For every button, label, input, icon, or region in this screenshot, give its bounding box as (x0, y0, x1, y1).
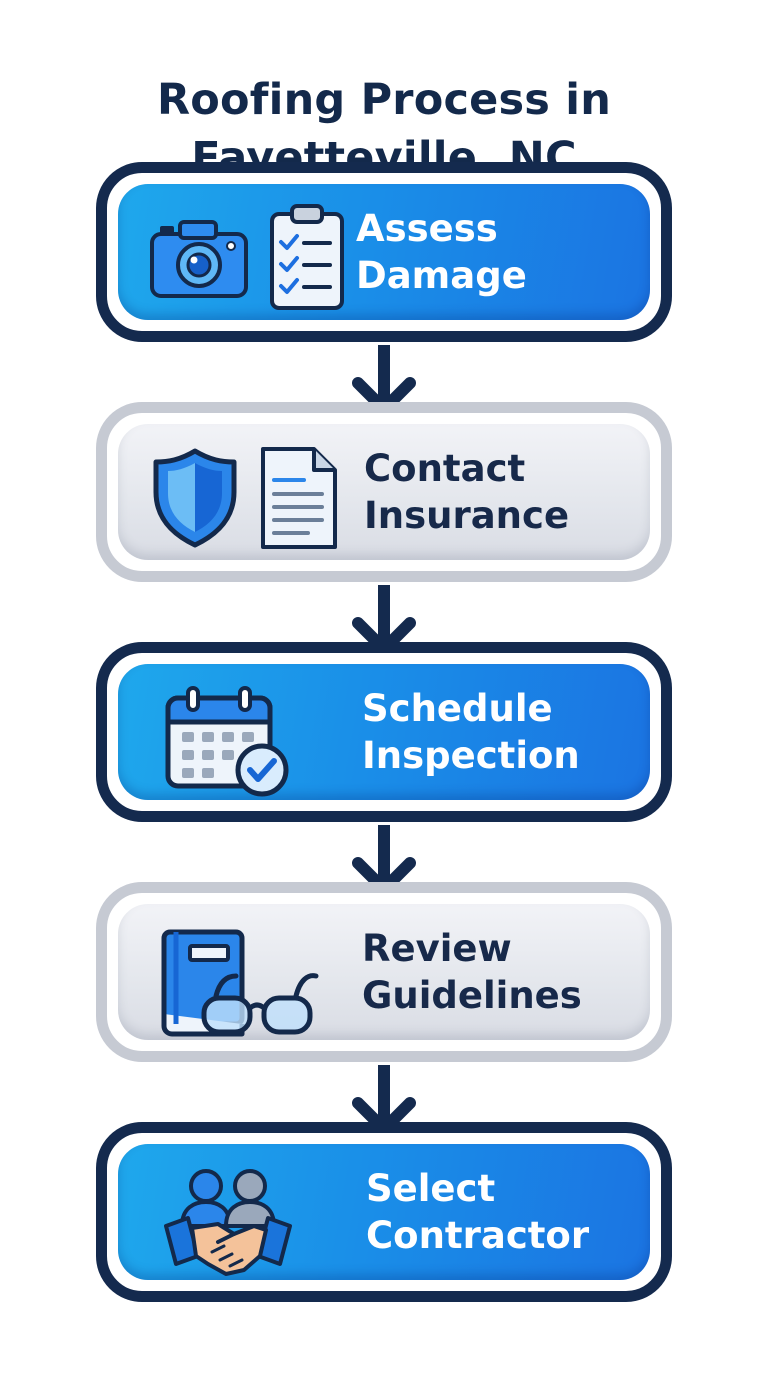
camera-icon (150, 220, 248, 298)
step-select-contractor: Select Contractor (96, 1122, 672, 1302)
step-label-line-1: Schedule (362, 687, 553, 730)
page-title: Roofing Process in Fayetteville, NC (0, 71, 768, 187)
step-review-guidelines-panel: Review Guidelines (118, 904, 650, 1040)
step-label-line-1: Contact (364, 447, 526, 490)
handshake-people-icon (164, 1169, 292, 1276)
checklist-icon (270, 204, 344, 310)
step-schedule-inspection-panel: Schedule Inspection (118, 664, 650, 800)
step-select-contractor-panel: Select Contractor (118, 1144, 650, 1280)
step-contact-insurance-label: Contact Insurance (364, 424, 569, 560)
step-label-line-2: Insurance (364, 494, 570, 537)
step-assess-damage-panel: Assess Damage (118, 184, 650, 320)
step-label-line-2: Contractor (366, 1214, 590, 1257)
step-assess-damage: Assess Damage (96, 162, 672, 342)
step-label-line-2: Guidelines (362, 974, 582, 1017)
title-line-1: Roofing Process in (156, 74, 612, 125)
step-label-line-1: Review (362, 927, 512, 970)
step-contact-insurance-panel: Contact Insurance (118, 424, 650, 560)
step-label-line-2: Damage (356, 254, 527, 297)
step-label-line-1: Select (366, 1167, 496, 1210)
step-review-guidelines-label: Review Guidelines (362, 904, 582, 1040)
glasses-icon (201, 973, 319, 1035)
step-contact-insurance: Contact Insurance (96, 402, 672, 582)
document-icon (261, 447, 337, 549)
step-review-guidelines: Review Guidelines (96, 882, 672, 1062)
step-select-contractor-label: Select Contractor (366, 1144, 589, 1280)
step-schedule-inspection: Schedule Inspection (96, 642, 672, 822)
step-assess-damage-label: Assess Damage (356, 184, 527, 320)
step-label-line-2: Inspection (362, 734, 580, 777)
shield-icon (153, 448, 237, 548)
step-schedule-inspection-label: Schedule Inspection (362, 664, 580, 800)
calendar-check-icon (165, 686, 289, 797)
step-label-line-1: Assess (356, 207, 498, 250)
